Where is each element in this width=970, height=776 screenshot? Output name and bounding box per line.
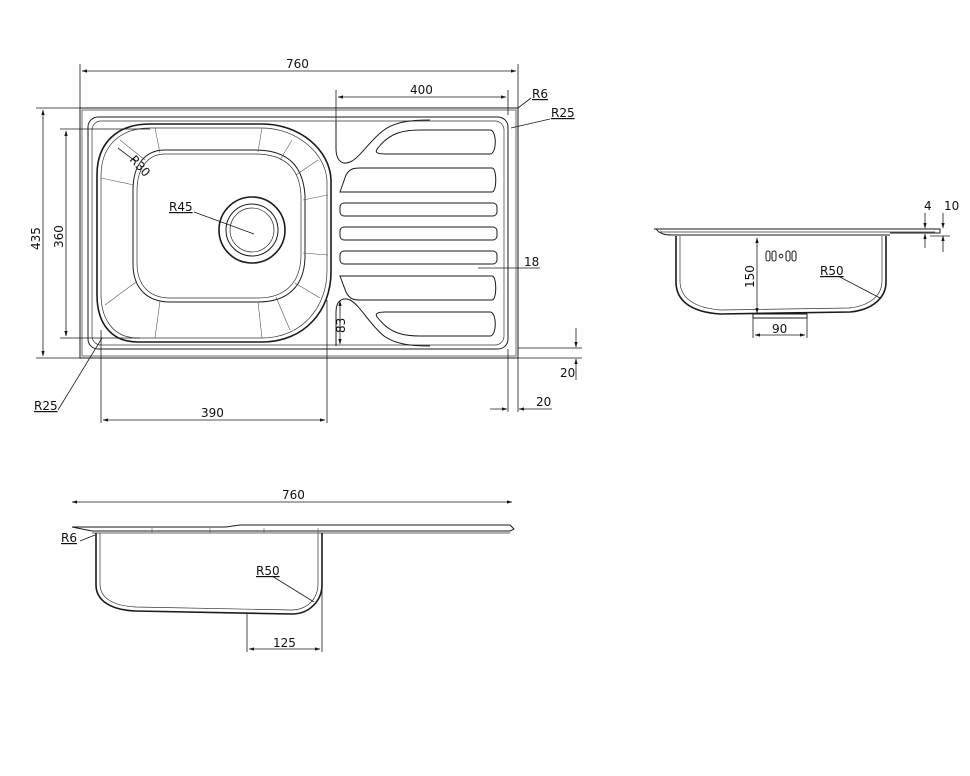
dim-20-horizontal-label: 20: [536, 395, 551, 409]
label-r50-front: R50: [256, 564, 280, 578]
dimension-150: 150: [743, 237, 759, 314]
dim-360-label: 360: [52, 225, 66, 248]
dim-400-label: 400: [410, 83, 433, 97]
dim-10-label: 10: [944, 199, 959, 213]
dimension-90: 90: [752, 318, 808, 338]
dim-435-label: 435: [29, 227, 43, 250]
label-r6: R6: [532, 87, 548, 101]
label-r25-right: R25: [551, 106, 575, 120]
dimension-400: 400: [335, 83, 509, 122]
dimension-760-front: 760: [71, 488, 513, 504]
label-r45: R45: [169, 200, 193, 214]
front-view: 760 R6 R50 125: [61, 488, 515, 652]
front-bowl-outline: [95, 533, 323, 615]
dim-90-label: 90: [772, 322, 787, 336]
dimension-360: 360: [52, 128, 150, 339]
dimension-125: 125: [246, 585, 323, 652]
dim-4-label: 4: [924, 199, 932, 213]
dimension-20-vertical: 20: [518, 328, 582, 380]
label-r50-side: R50: [820, 264, 844, 278]
drain-inner-circle: [225, 203, 279, 257]
label-r6-front: R6: [61, 531, 77, 545]
dimension-4: 4: [923, 199, 932, 248]
side-bowl-outline: [675, 236, 887, 315]
label-r25-left: R25: [34, 399, 58, 413]
dimension-10: 10: [930, 199, 959, 252]
dimension-390: 390: [100, 300, 328, 423]
drainboard-boundary: [335, 119, 431, 164]
drainboard-grooves: [339, 129, 498, 337]
dim-125-label: 125: [273, 636, 296, 650]
dim-150-label: 150: [743, 265, 757, 288]
dim-18-label: 18: [524, 255, 539, 269]
dimension-83: 83: [334, 300, 348, 345]
dim-760-front-label: 760: [282, 488, 305, 502]
side-view: 150 R50 90 4 10: [654, 199, 959, 338]
top-view: 760 400 R6 R25 R30 R45 435: [29, 57, 582, 423]
bowl-outline: [96, 123, 332, 343]
sink-outer-rim: [79, 107, 519, 359]
drain-outer-circle: [218, 196, 286, 264]
overflow-holes: [765, 250, 797, 262]
dim-20-vertical-label: 20: [560, 366, 575, 380]
dimension-760-top: 760: [79, 57, 519, 108]
sink-inner-rim: [87, 116, 509, 350]
dim-760-label: 760: [286, 57, 309, 71]
dimension-435: 435: [29, 107, 80, 359]
dim-83-label: 83: [334, 318, 348, 333]
label-r30: R30: [127, 153, 153, 180]
dim-390-label: 390: [201, 406, 224, 420]
dimension-20-horizontal: 20: [490, 349, 552, 412]
